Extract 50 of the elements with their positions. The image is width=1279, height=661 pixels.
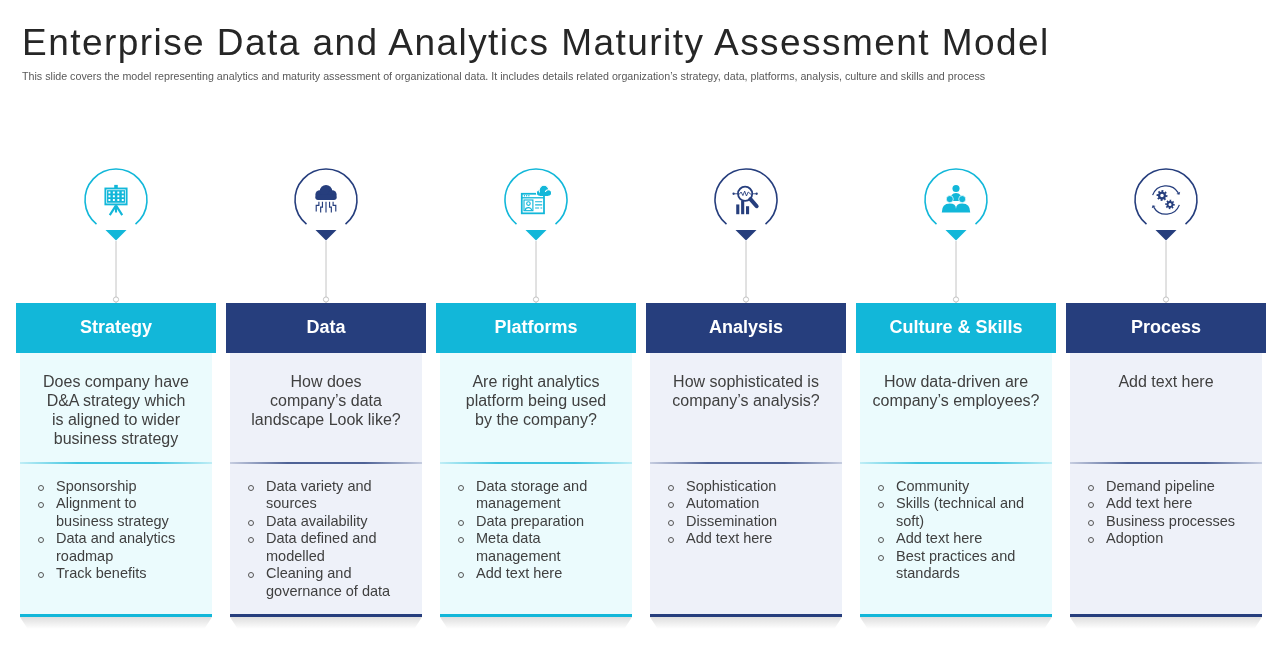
bullet-text: Add text here xyxy=(476,565,563,583)
connector-line xyxy=(1162,240,1170,304)
bullet-text: Add text here xyxy=(1106,495,1193,513)
question-text: How sophisticated is company’s analysis? xyxy=(671,372,821,411)
bullet-text: Alignment to business strategy xyxy=(56,495,170,530)
column-heading: Analysis xyxy=(646,303,846,353)
connector-line xyxy=(112,240,120,304)
bullet-text: Adoption xyxy=(1106,530,1164,548)
bullet-text: Cleaning and governance of data xyxy=(266,565,392,600)
bullet-text: Sponsorship xyxy=(56,477,137,495)
bullet-text: Data availability xyxy=(266,512,368,530)
pin-marker xyxy=(712,166,780,241)
pin-marker xyxy=(502,166,570,241)
connector-line xyxy=(322,240,330,304)
column-heading: Process xyxy=(1066,303,1266,353)
question-text: How data-driven are company’s employees? xyxy=(871,372,1041,411)
connector-line xyxy=(742,240,750,304)
question-text: Add text here xyxy=(1118,372,1214,392)
bullet-text: Automation xyxy=(686,495,760,513)
question-text: Does company have D&A strategy which is aligned to wider business strategy xyxy=(42,372,190,449)
connector-line xyxy=(952,240,960,304)
title: Enterprise Data and Analytics Maturity Assessment Model xyxy=(22,24,1050,61)
bullet-text: Track benefits xyxy=(56,565,147,583)
column-heading: Data xyxy=(226,303,426,353)
bullet-text: Data and analytics roadmap xyxy=(56,530,177,565)
bullet-text: Skills (technical and soft) xyxy=(896,495,1026,530)
subtitle-text: This slide covers the model representing analytics and maturity assessment of organizational data. It includes details related organization’s strategy, data, platforms, analysis, culture and skills and process xyxy=(22,71,986,82)
bullet-text: Sophistication xyxy=(686,477,777,495)
bullet-text: Add text here xyxy=(896,530,983,548)
bullet-text: Data preparation xyxy=(476,512,584,530)
pin-marker xyxy=(292,166,360,241)
column-heading: Platforms xyxy=(436,303,636,353)
bullet-text: Data defined and modelled xyxy=(266,530,378,565)
pin-marker xyxy=(922,166,990,241)
column-heading: Strategy xyxy=(16,303,216,353)
bullet-text: Meta data management xyxy=(476,530,562,565)
pin-marker xyxy=(1132,166,1200,241)
pin-marker xyxy=(82,166,150,241)
connector-line xyxy=(532,240,540,304)
bullet-text: Add text here xyxy=(686,530,773,548)
bullet-text: Data storage and management xyxy=(476,477,589,513)
bullet-text: Community xyxy=(896,477,970,495)
bullet-text: Business processes xyxy=(1106,512,1235,530)
column-heading: Culture & Skills xyxy=(856,303,1056,353)
question-text: Are right analytics platform being used by the company? xyxy=(464,372,608,430)
question-text: How does company’s data landscape Look like? xyxy=(250,372,402,430)
bullet-text: Best practices and standards xyxy=(896,547,1017,583)
bullet-text: Dissemination xyxy=(686,512,778,530)
bullet-text: Demand pipeline xyxy=(1106,477,1215,495)
bullet-text: Data variety and sources xyxy=(266,477,373,513)
